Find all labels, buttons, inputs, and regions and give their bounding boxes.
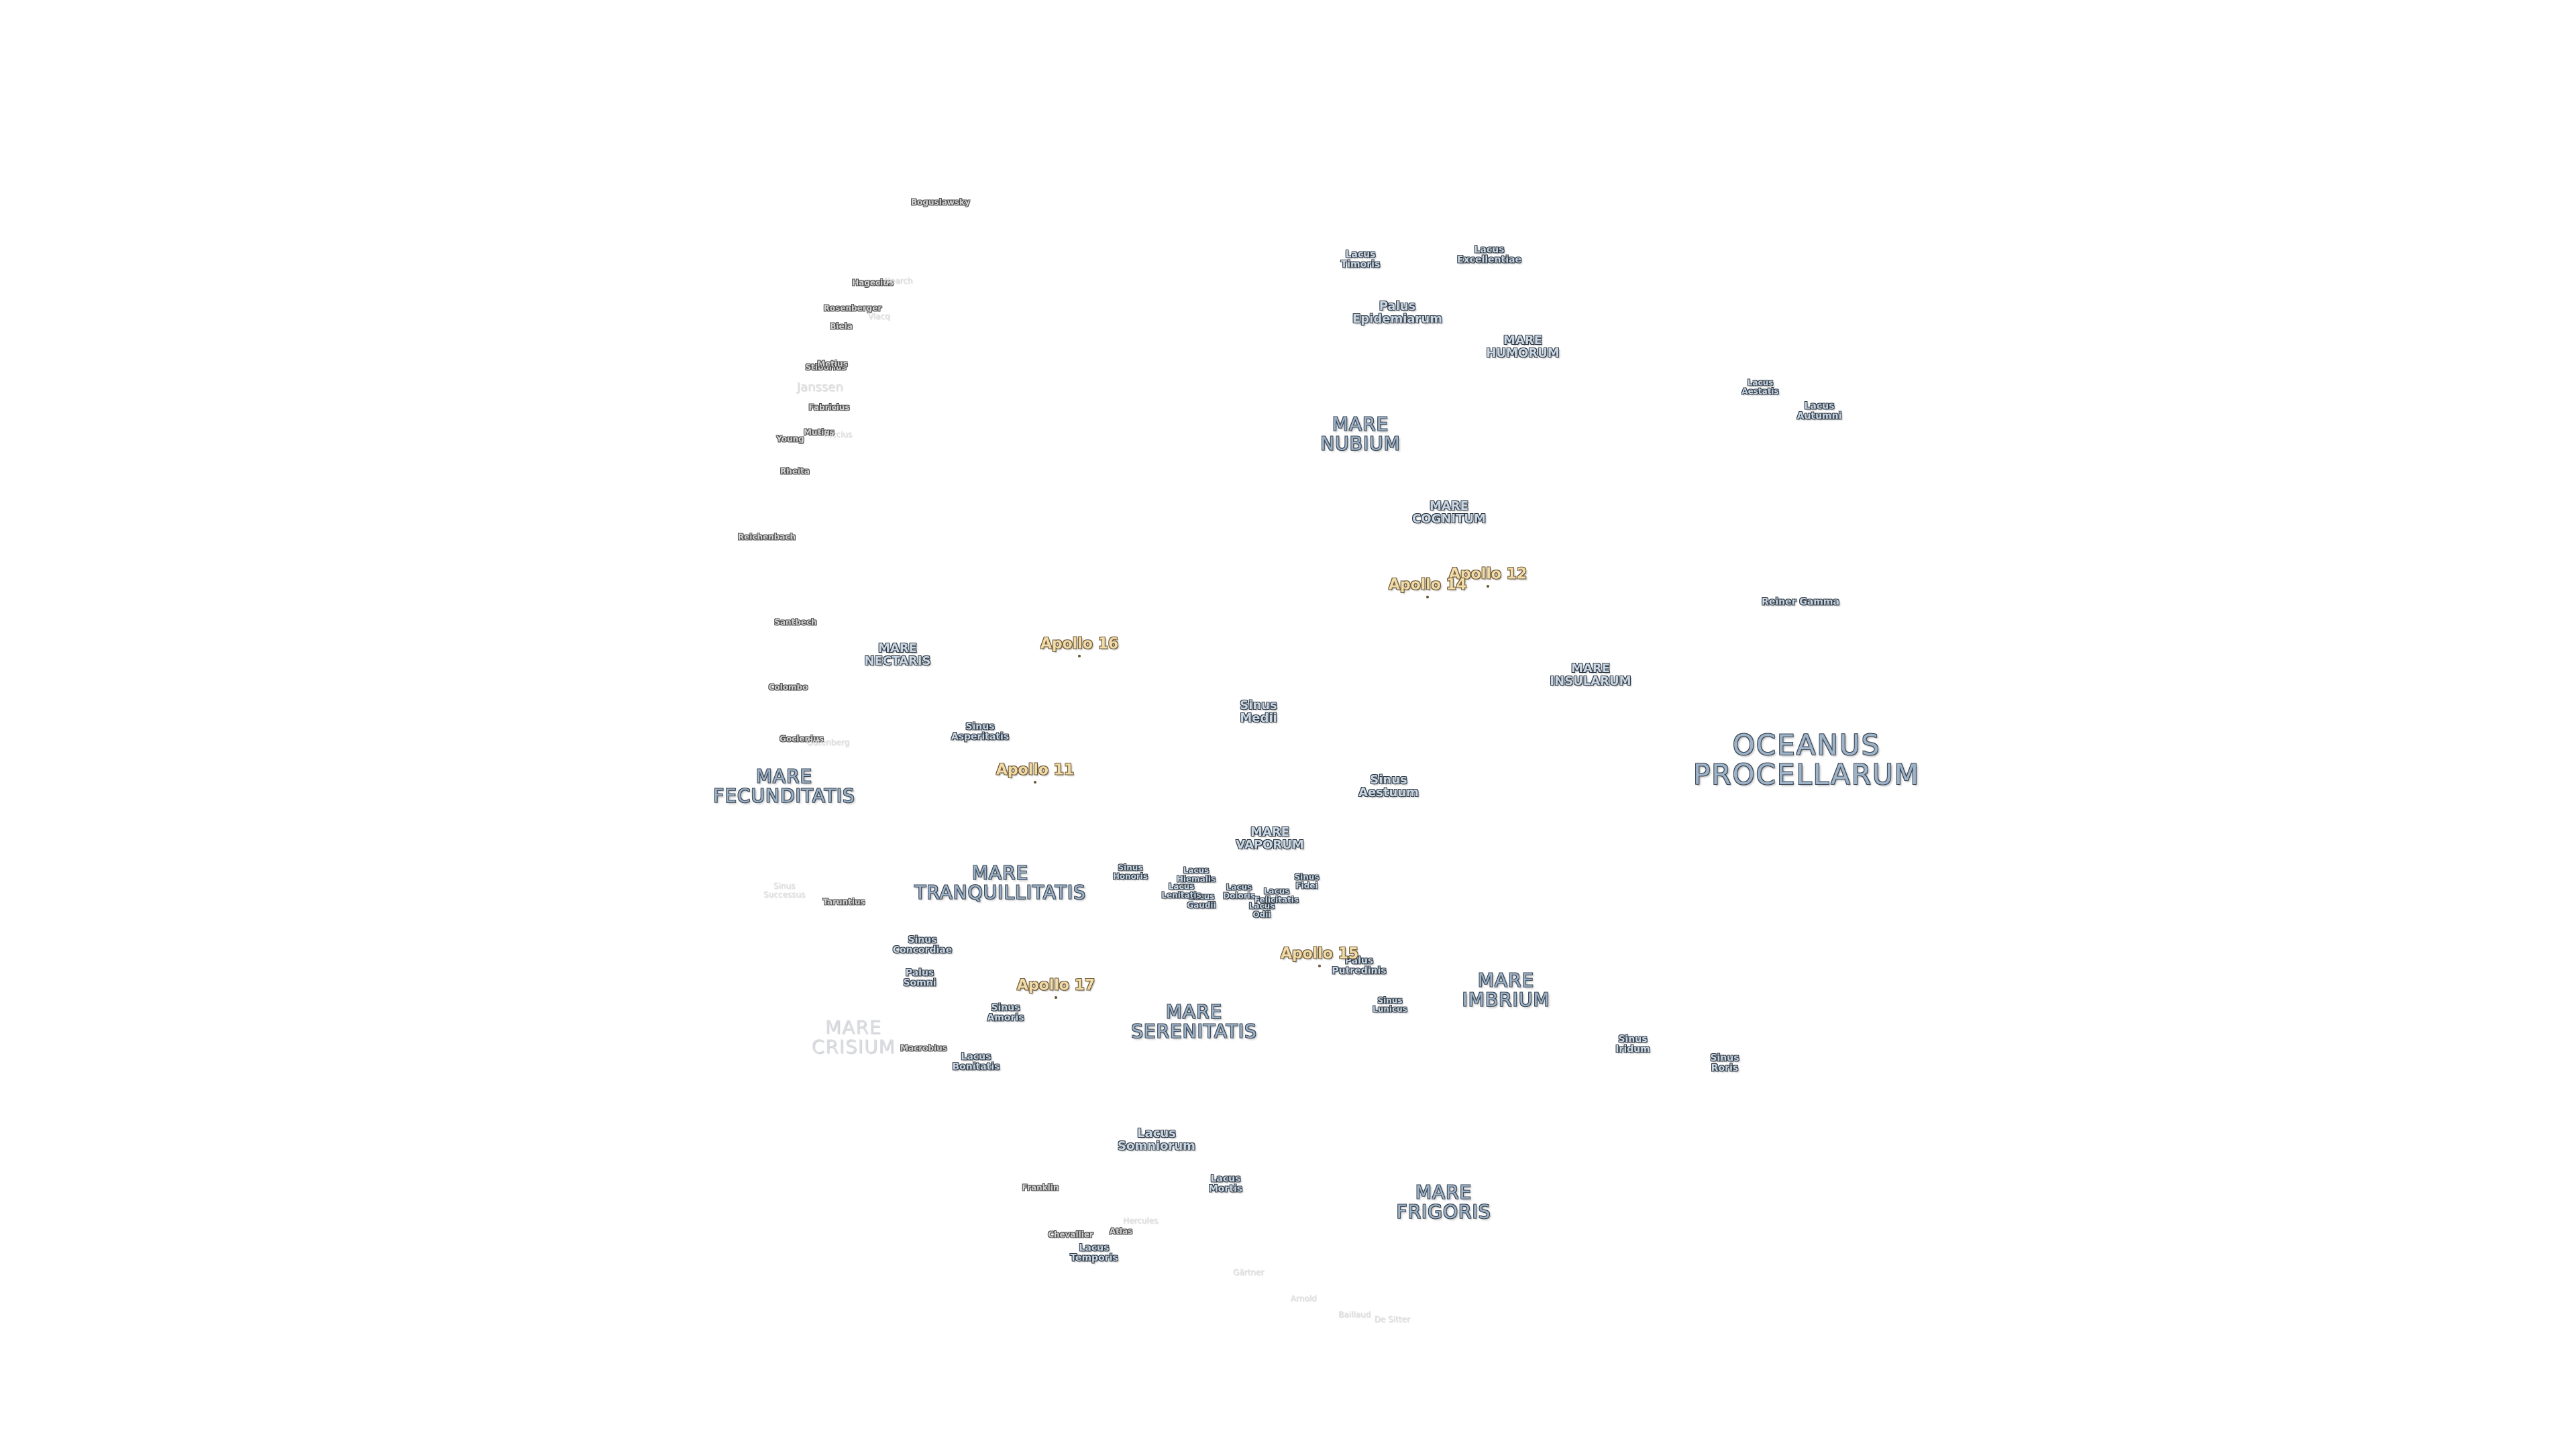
label-reichenbach[interactable]: Reichenbach bbox=[737, 532, 796, 542]
label-oceanus-procellarum[interactable]: OCEANUS PROCELLARUM bbox=[1693, 728, 1921, 791]
label-palus-epidemiarum[interactable]: Palus Epidemiarum bbox=[1352, 299, 1442, 326]
label-mare-frigoris[interactable]: MARE FRIGORIS bbox=[1396, 1181, 1491, 1223]
label-mare-crisium[interactable]: MARE CRISIUM bbox=[811, 1016, 896, 1058]
label-sinus-successus[interactable]: Sinus Successus bbox=[763, 881, 806, 899]
label-franklin[interactable]: Franklin bbox=[1022, 1183, 1059, 1193]
label-lacus-autumni[interactable]: Lacus Autumni bbox=[1796, 400, 1842, 421]
label-apollo-12[interactable]: Apollo 12 bbox=[1448, 566, 1527, 583]
label-taruntius[interactable]: Taruntius bbox=[822, 897, 865, 907]
label-sinus-roris[interactable]: Sinus Roris bbox=[1710, 1053, 1739, 1073]
label-mare-vaporum[interactable]: MARE VAPORUM bbox=[1236, 825, 1304, 852]
label-atlas[interactable]: Atlas bbox=[1109, 1226, 1133, 1236]
label-mare-serenitatis[interactable]: MARE SERENITATIS bbox=[1131, 1000, 1257, 1042]
label-macrobius[interactable]: Macrobius bbox=[900, 1043, 947, 1053]
label-vlacq[interactable]: Vlacq bbox=[867, 311, 890, 321]
label-palus-putredinis[interactable]: Palus Putredinis bbox=[1332, 955, 1387, 976]
label-lacus-timoris[interactable]: Lacus Timoris bbox=[1340, 249, 1381, 270]
landing-site-marker bbox=[1318, 965, 1321, 967]
label-lacus-excellentiae[interactable]: Lacus Excellentiae bbox=[1457, 244, 1521, 265]
label-baillaud[interactable]: Baillaud bbox=[1338, 1309, 1371, 1320]
label-lacus-bonitatis[interactable]: Lacus Bonitatis bbox=[952, 1051, 1000, 1072]
landing-site-marker bbox=[1487, 585, 1489, 588]
label-arnold[interactable]: Arnold bbox=[1290, 1293, 1317, 1303]
label-young[interactable]: Young bbox=[776, 434, 804, 444]
label-chevallier[interactable]: Chevallier bbox=[1048, 1230, 1093, 1240]
label-apollo-11[interactable]: Apollo 11 bbox=[996, 761, 1075, 779]
landing-site-marker bbox=[1426, 596, 1429, 598]
label-mare-nubium[interactable]: MARE NUBIUM bbox=[1320, 413, 1401, 455]
label-mare-nectaris[interactable]: MARE NECTARIS bbox=[864, 641, 931, 668]
label-mare-fecunditatis[interactable]: MARE FECUNDITATIS bbox=[713, 765, 855, 807]
landing-site-marker bbox=[1034, 781, 1036, 784]
label-reiner-gamma[interactable]: Reiner Gamma bbox=[1762, 596, 1839, 608]
label-sinus-amoris[interactable]: Sinus Amoris bbox=[987, 1002, 1024, 1023]
label-apollo-14[interactable]: Apollo 14 bbox=[1388, 576, 1467, 594]
label-mare-insularum[interactable]: MARE INSULARUM bbox=[1550, 661, 1631, 688]
label-lacus-hiemalis[interactable]: Lacus Hiemalis bbox=[1176, 865, 1216, 883]
label-hercules[interactable]: Hercules bbox=[1122, 1216, 1159, 1226]
label-metius[interactable]: Metius bbox=[817, 359, 848, 369]
label-sinus-honoris[interactable]: Sinus Honoris bbox=[1112, 863, 1148, 881]
label-hagecius[interactable]: Hagecius bbox=[852, 278, 894, 288]
label-colombo[interactable]: Colombo bbox=[768, 682, 808, 692]
label-de-sitter[interactable]: De Sitter bbox=[1374, 1314, 1410, 1324]
label-mare-cognitum[interactable]: MARE COGNITUM bbox=[1412, 499, 1486, 526]
label-rosenberger[interactable]: Rosenberger bbox=[823, 303, 882, 313]
label-lacus-temporis[interactable]: Lacus Temporis bbox=[1070, 1242, 1118, 1263]
label-lacus-odii[interactable]: Lacus Odii bbox=[1248, 901, 1275, 919]
label-pontecoulant[interactable]: Biela bbox=[830, 321, 853, 331]
label-mare-imbrium[interactable]: MARE IMBRIUM bbox=[1462, 969, 1550, 1011]
label-gartner[interactable]: Gärtner bbox=[1232, 1267, 1265, 1277]
label-lacus-somniorum[interactable]: Lacus Somniorum bbox=[1118, 1126, 1195, 1153]
label-fabricius[interactable]: Fabricius bbox=[808, 402, 850, 413]
label-janssen[interactable]: Janssen bbox=[796, 380, 843, 394]
label-goclenius[interactable]: Goclenius bbox=[780, 734, 824, 744]
label-lacus-lenitatis[interactable]: Lacus Lenitatis bbox=[1161, 881, 1201, 900]
label-lacus-gaudii[interactable]: Lacus Gaudii bbox=[1187, 892, 1216, 910]
label-lacus-mortis[interactable]: Lacus Mortis bbox=[1208, 1173, 1243, 1194]
label-boguslawsky[interactable]: Boguslawsky bbox=[911, 197, 970, 207]
label-apollo-15[interactable]: Apollo 15 bbox=[1280, 945, 1359, 963]
label-lacus-doloris[interactable]: Lacus Doloris bbox=[1223, 882, 1255, 900]
landing-site-marker bbox=[1055, 996, 1057, 999]
label-riccius[interactable]: Riccius bbox=[823, 429, 853, 439]
label-mutius[interactable]: Mutius bbox=[803, 427, 835, 437]
label-gutenberg[interactable]: Gutenberg bbox=[806, 737, 849, 747]
landing-site-marker bbox=[1078, 655, 1081, 657]
label-mare-humorum[interactable]: MARE HUMORUM bbox=[1486, 333, 1560, 360]
label-lacus-aestatis[interactable]: Lacus Aestatis bbox=[1741, 378, 1779, 396]
label-sinus-iridum[interactable]: Sinus Iridum bbox=[1615, 1034, 1650, 1055]
label-santbech[interactable]: Santbech bbox=[774, 617, 817, 627]
label-mare-tranquillitatis[interactable]: MARE TRANQUILLITATIS bbox=[914, 861, 1086, 904]
label-sinus-concordiae[interactable]: Sinus Concordiae bbox=[892, 934, 953, 955]
label-rheita[interactable]: Rheita bbox=[780, 466, 810, 476]
label-apollo-17[interactable]: Apollo 17 bbox=[1016, 977, 1095, 994]
label-sinus-asperitatis[interactable]: Sinus Asperitatis bbox=[951, 721, 1010, 742]
label-lacus-felicitatis[interactable]: Lacus Felicitatis bbox=[1254, 886, 1299, 904]
label-sinus-fidei[interactable]: Sinus Fidei bbox=[1294, 872, 1320, 890]
label-palus-somni[interactable]: Palus Somni bbox=[903, 967, 936, 988]
label-sinus-lunicus[interactable]: Sinus Lunicus bbox=[1373, 996, 1407, 1014]
label-sinus-aestuum[interactable]: Sinus Aestuum bbox=[1358, 773, 1419, 800]
label-apollo-16[interactable]: Apollo 16 bbox=[1040, 635, 1119, 653]
label-stiborius[interactable]: Stiborius bbox=[805, 362, 847, 372]
label-sinus-medii[interactable]: Sinus Medii bbox=[1240, 698, 1277, 725]
label-nearch[interactable]: Nearch bbox=[883, 276, 913, 286]
